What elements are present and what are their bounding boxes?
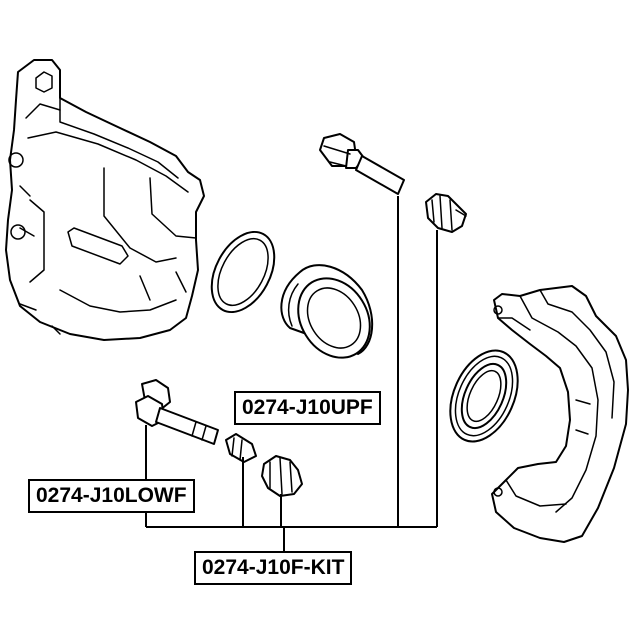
label-repair-kit: 0274-J10F-KIT [194, 551, 353, 585]
upper-guide-pin [319, 133, 405, 195]
leader-lines [145, 196, 438, 551]
caliper-piston [280, 264, 374, 359]
caliper-bracket [491, 285, 629, 543]
piston-seal-ring [210, 230, 276, 314]
lower-pin-bushing [225, 433, 257, 463]
label-lower-guide-pin: 0274-J10LOWF [28, 479, 195, 513]
caliper-housing [5, 59, 205, 341]
upper-pin-boot [425, 193, 467, 233]
lower-pin-boot [261, 455, 303, 497]
piston-dust-boot [449, 349, 519, 443]
lower-guide-pin [135, 379, 219, 445]
label-upper-guide-pin: 0274-J10UPF [234, 391, 381, 425]
